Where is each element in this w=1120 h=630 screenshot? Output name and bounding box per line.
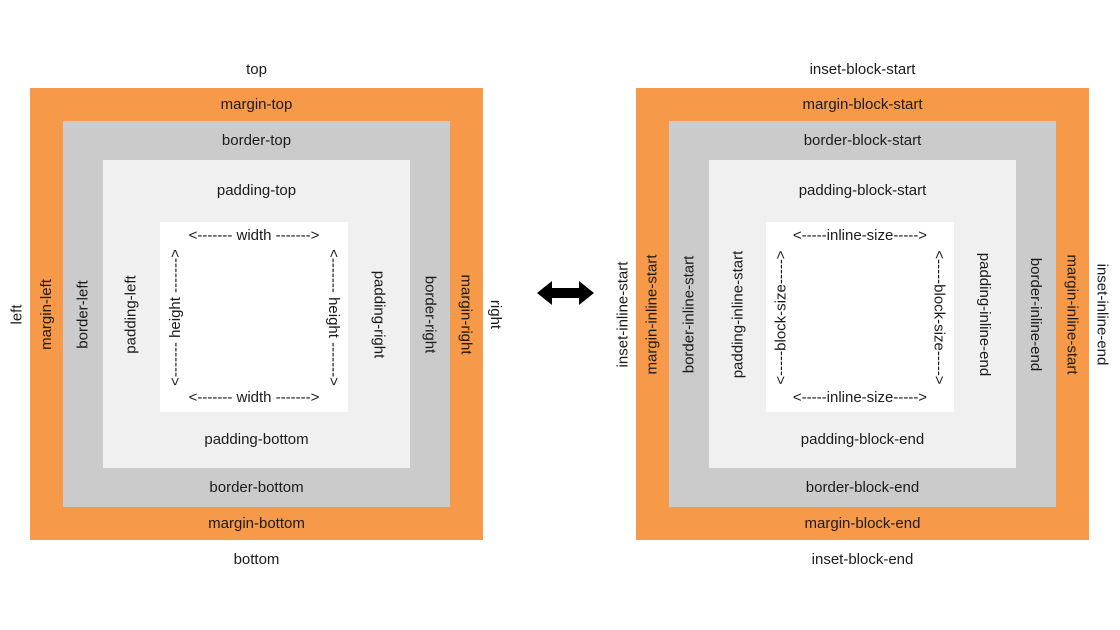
border-block-start-label: border-block-start [803, 132, 922, 149]
margin-left-label: margin-left [38, 278, 56, 350]
block-size-arrow-right: <-----block-size-----> [930, 249, 948, 385]
border-block-end-label: border-block-end [805, 479, 920, 496]
padding-top-label: padding-top [216, 182, 297, 199]
block-size-arrow-left: <-----block-size-----> [772, 249, 790, 385]
border-inline-end-label: border-inline-end [1027, 257, 1045, 371]
inline-size-arrow-top: <-----inline-size-----> [792, 227, 928, 244]
logical-content-box: <-----inline-size-----> <-----inline-siz… [766, 222, 954, 412]
border-top-label: border-top [221, 132, 292, 149]
physical-border-box: border-top border-bottom border-left bor… [63, 121, 450, 507]
padding-inline-start-label: padding-inline-start [729, 250, 747, 378]
physical-margin-box: margin-top margin-bottom margin-left mar… [30, 88, 483, 540]
border-inline-start-label: border-inline-start [680, 255, 698, 373]
padding-inline-end-label: padding-inline-end [976, 252, 994, 376]
physical-content-box: <------- width -------> <------- width -… [160, 222, 348, 412]
physical-properties-diagram: top bottom left right margin-top margin-… [9, 61, 505, 568]
logical-properties-diagram: inset-block-start inset-block-end inset-… [615, 61, 1111, 568]
padding-bottom-label: padding-bottom [204, 431, 309, 448]
padding-block-end-label: padding-block-end [800, 431, 925, 448]
margin-bottom-label: margin-bottom [208, 515, 305, 532]
logical-outside-top-label: inset-block-start [809, 61, 916, 78]
physical-padding-box: padding-top padding-bottom padding-left … [103, 160, 410, 468]
padding-block-start-label: padding-block-start [798, 182, 927, 199]
logical-margin-box: margin-block-start margin-block-end marg… [636, 88, 1089, 540]
logical-outside-left-label: inset-inline-start [614, 261, 632, 367]
margin-inline-end-label: margin-inline-start [1064, 253, 1082, 375]
physical-outside-bottom-label: bottom [233, 551, 280, 568]
height-arrow-left: <------- height -------> [166, 248, 184, 386]
border-bottom-label: border-bottom [209, 479, 304, 496]
logical-outside-right-label: inset-inline-end [1093, 263, 1111, 365]
border-left-label: border-left [74, 279, 92, 349]
padding-right-label: padding-right [370, 270, 388, 358]
border-right-label: border-right [421, 275, 439, 353]
margin-block-start-label: margin-block-start [802, 96, 923, 113]
logical-padding-box: padding-block-start padding-block-end pa… [709, 160, 1016, 468]
inline-size-arrow-bottom: <-----inline-size-----> [792, 389, 928, 406]
physical-outside-left-label: left [8, 303, 26, 325]
logical-outside-bottom-label: inset-block-end [811, 551, 914, 568]
left-right-arrow-icon [537, 279, 594, 307]
margin-inline-start-label: margin-inline-start [644, 253, 662, 375]
physical-outside-right-label: right [487, 299, 505, 329]
logical-border-box: border-block-start border-block-end bord… [669, 121, 1056, 507]
width-arrow-bottom: <------- width -------> [188, 389, 320, 406]
width-arrow-top: <------- width -------> [188, 227, 320, 244]
margin-right-label: margin-right [458, 273, 475, 355]
padding-left-label: padding-left [123, 274, 140, 354]
margin-block-end-label: margin-block-end [804, 515, 921, 532]
margin-top-label: margin-top [220, 96, 293, 113]
physical-outside-top-label: top [246, 61, 267, 78]
height-arrow-right: <------- height -------> [324, 248, 342, 386]
